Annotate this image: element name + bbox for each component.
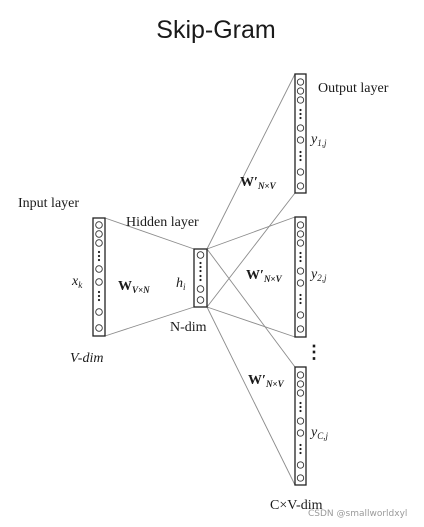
- input-vector-label: xk: [71, 274, 83, 290]
- connections: [104, 73, 296, 486]
- output-vector-c-box: [294, 366, 307, 486]
- hidden-output1-top-line: [206, 73, 296, 250]
- hidden-vector: [193, 248, 208, 308]
- hidden-output1-bottom-line: [206, 192, 296, 308]
- input-vector: [92, 217, 106, 337]
- hidden-layer-label: Hidden layer: [126, 215, 199, 230]
- output-1-label: y1,j: [309, 132, 327, 148]
- input-vector-box: [92, 217, 106, 337]
- input-weights-label: WV×N: [118, 279, 150, 295]
- diagram-title: Skip-Gram: [156, 16, 275, 44]
- output-weights-label-c: W′N×V: [248, 373, 285, 389]
- v-dim-label: V-dim: [70, 351, 103, 366]
- input-hidden-top-line: [104, 217, 195, 250]
- watermark: CSDN @smallworldxyl: [308, 509, 407, 519]
- n-dim-label: N-dim: [170, 320, 207, 335]
- hidden-output2-bottom-line: [206, 306, 296, 338]
- output-2-label: y2,j: [309, 267, 327, 283]
- cv-dim-label: C×V-dim: [270, 498, 323, 513]
- hidden-outputc-top-line: [206, 248, 296, 368]
- output-vector-2-box: [294, 216, 307, 338]
- output-vector-2: [294, 216, 307, 338]
- input-hidden-bottom-line: [104, 306, 195, 337]
- hidden-vector-label: hi: [176, 276, 186, 292]
- output-vector-1: [294, 73, 307, 194]
- hidden-output2-top-line: [206, 216, 296, 250]
- hidden-vector-box: [193, 248, 208, 308]
- input-layer-label: Input layer: [18, 196, 79, 211]
- output-layer-label: Output layer: [318, 81, 389, 96]
- output-c-label: yC,j: [309, 425, 328, 441]
- hidden-outputc-bottom-line: [206, 306, 296, 486]
- output-vector-c: [294, 366, 307, 486]
- output-vector-1-box: [294, 73, 307, 194]
- output-weights-label-2: W′N×V: [246, 268, 283, 284]
- outputs-ellipsis: ⋮: [305, 342, 323, 362]
- output-weights-label-1: W′N×V: [240, 175, 277, 191]
